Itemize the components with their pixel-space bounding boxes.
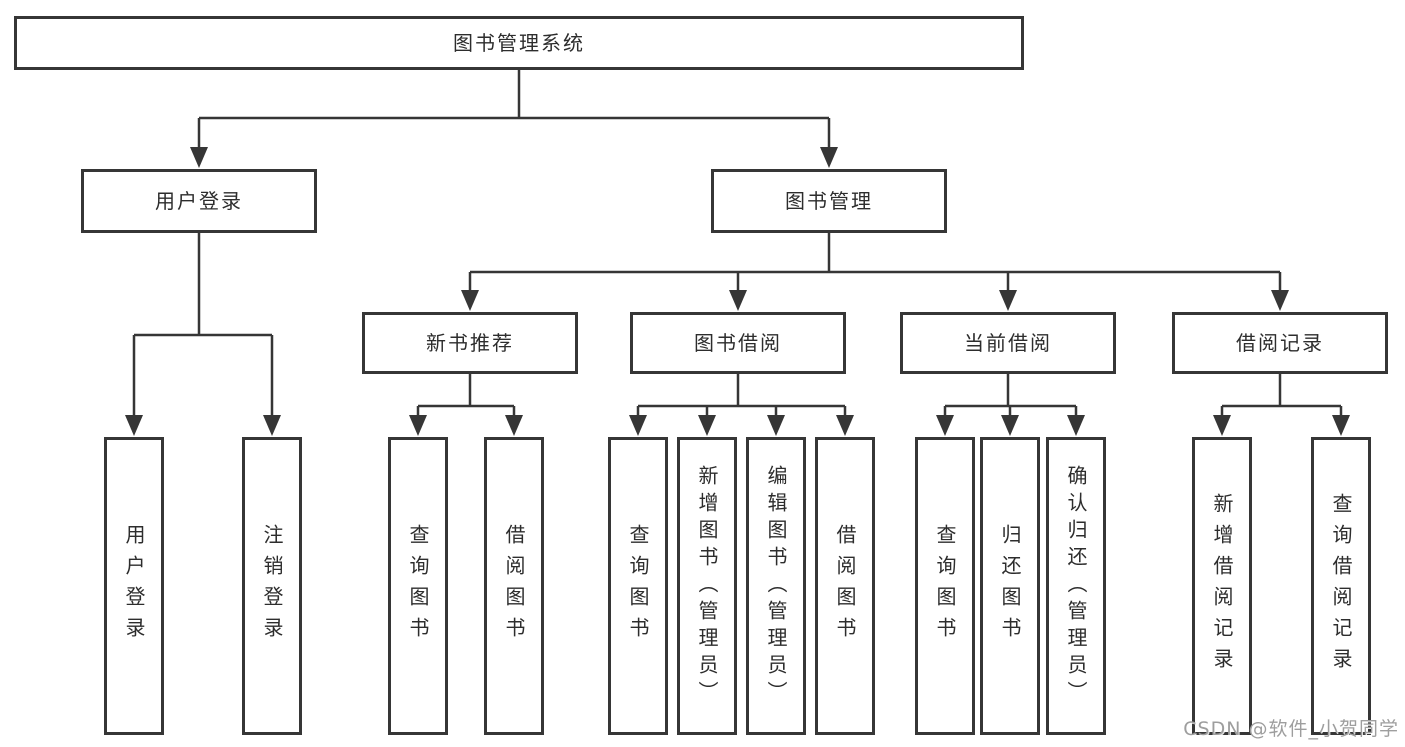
node-library-management-system: 图书管理系统 [14,16,1024,70]
node-current-borrowing: 当前借阅 [900,312,1116,374]
node-label: 新增借阅记录 [1210,493,1234,679]
leaf-query-borrow-record: 查询借阅记录 [1311,437,1371,735]
node-borrowing-records: 借阅记录 [1172,312,1388,374]
node-book-management: 图书管理 [711,169,947,233]
csdn-watermark: CSDN @软件_小贺同学 [1183,718,1399,740]
leaf-query-books-borrowing: 查询图书 [608,437,668,735]
node-label: 编辑图书（管理员） [764,464,788,708]
node-book-borrowing: 图书借阅 [630,312,846,374]
node-label: 图书管理系统 [453,31,585,55]
leaf-edit-books-admin: 编辑图书（管理员） [746,437,806,735]
node-label: 注销登录 [260,524,284,648]
leaf-query-books-current: 查询图书 [915,437,975,735]
leaf-query-books-recommend: 查询图书 [388,437,448,735]
leaf-logout: 注销登录 [242,437,302,735]
node-label: 当前借阅 [964,331,1052,355]
arrowheads [125,147,1350,436]
leaf-add-books-admin: 新增图书（管理员） [677,437,737,735]
leaf-user-login: 用户登录 [104,437,164,735]
node-label: 查询图书 [933,524,957,648]
leaf-borrow-books-borrowing: 借阅图书 [815,437,875,735]
node-label: 新增图书（管理员） [695,464,719,708]
node-label: 借阅记录 [1236,331,1324,355]
node-label: 借阅图书 [833,524,857,648]
node-label: 借阅图书 [502,524,526,648]
node-label: 查询图书 [626,524,650,648]
node-label: 用户登录 [122,524,146,648]
node-label: 查询图书 [406,524,430,648]
node-label: 图书借阅 [694,331,782,355]
node-label: 图书管理 [785,189,873,213]
node-label: 新书推荐 [426,331,514,355]
leaf-return-books: 归还图书 [980,437,1040,735]
node-label: 确认归还（管理员） [1064,464,1088,708]
leaf-add-borrow-record: 新增借阅记录 [1192,437,1252,735]
node-label: 查询借阅记录 [1329,493,1353,679]
leaf-confirm-return-admin: 确认归还（管理员） [1046,437,1106,735]
leaf-borrow-books-recommend: 借阅图书 [484,437,544,735]
node-user-login: 用户登录 [81,169,317,233]
node-label: 归还图书 [998,524,1022,648]
node-label: 用户登录 [155,189,243,213]
node-new-book-recommend: 新书推荐 [362,312,578,374]
